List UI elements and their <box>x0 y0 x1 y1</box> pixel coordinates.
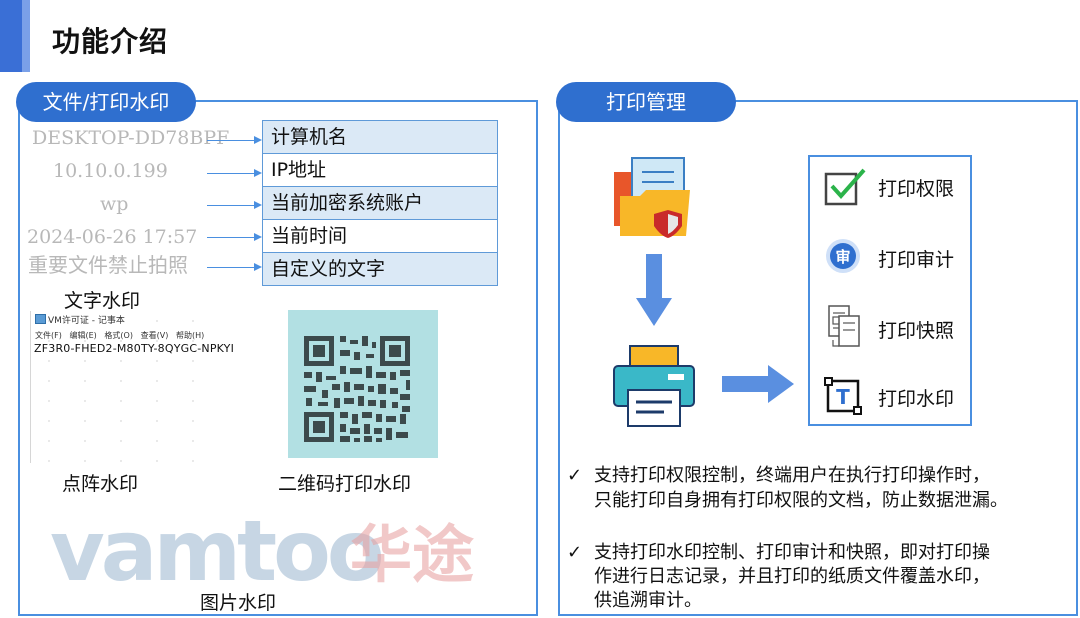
svg-text:华途: 华途 <box>350 518 474 591</box>
text-watermark-caption: 文字水印 <box>64 290 141 312</box>
image-watermark-caption: 图片水印 <box>200 592 277 614</box>
notepad-title: VM许可证 - 记事本 <box>48 316 125 326</box>
arrow-head <box>254 263 262 271</box>
audit-seal-icon: 审 <box>825 238 861 274</box>
bullet-line: 只能打印自身拥有打印权限的文档，防止数据泄漏。 <box>594 490 1008 511</box>
check-icon <box>824 168 866 206</box>
notepad-menu: 文件(F) 编辑(E) 格式(O) 查看(V) 帮助(H) <box>35 330 204 341</box>
notepad-content: ZF3R0-FHED2-M80TY-8QYGC-NPKYI <box>34 342 235 355</box>
text-watermark-icon: T <box>824 377 862 415</box>
brand-logo-graphic: vamtoo 华途 <box>50 502 474 600</box>
feature-label: 打印权限 <box>878 178 955 200</box>
watermark-panel-heading: 文件/打印水印 <box>16 82 196 122</box>
notepad-menu-item[interactable]: 帮助(H) <box>175 331 205 340</box>
arrow-line <box>207 205 254 206</box>
arrow-head <box>254 201 262 209</box>
dot-matrix-caption: 点阵水印 <box>62 473 139 495</box>
snapshot-icon <box>827 304 863 350</box>
page-title: 功能介绍 <box>52 25 169 58</box>
feature-label: 打印审计 <box>878 249 955 271</box>
field-sample: 10.10.0.199 <box>53 160 168 182</box>
field-label-cell: 计算机名 <box>262 120 498 154</box>
arrow-head <box>254 169 262 177</box>
right-arrow-icon <box>722 365 794 403</box>
bullet-mark: ✓ <box>567 542 583 563</box>
field-sample: 重要文件禁止拍照 <box>28 253 188 277</box>
arrow-head <box>254 233 262 241</box>
field-label-cell: 当前时间 <box>262 219 498 253</box>
svg-text:T: T <box>836 385 850 409</box>
secure-folder-icon <box>610 156 696 242</box>
bullet-line: 作进行日志记录，并且打印的纸质文件覆盖水印， <box>594 566 990 587</box>
print-management-heading: 打印管理 <box>556 82 736 122</box>
notepad-menu-item[interactable]: 文件(F) <box>35 331 62 340</box>
field-label-cell: IP地址 <box>262 153 498 187</box>
svg-text:vamtoo: vamtoo <box>50 502 382 592</box>
bullet-line: 供追溯审计。 <box>594 590 702 611</box>
notepad-thumbnail: VM许可证 - 记事本 文件(F) 编辑(E) 格式(O) 查看(V) 帮助(H… <box>30 311 234 463</box>
qr-code-icon <box>304 336 410 442</box>
feature-label: 打印水印 <box>878 388 955 410</box>
vamtoo-logo: vamtoo 华途 <box>50 500 490 600</box>
printer-icon <box>612 344 696 428</box>
print-management-panel <box>558 100 1078 616</box>
notepad-menu-item[interactable]: 查看(V) <box>140 331 169 340</box>
down-arrow-icon <box>634 254 674 326</box>
bullet-line: 支持打印水印控制、打印审计和快照，即对打印操 <box>594 542 990 563</box>
arrow-head <box>254 136 262 144</box>
qr-watermark-sample <box>288 310 438 458</box>
svg-text:审: 审 <box>835 248 850 266</box>
field-label-cell: 当前加密系统账户 <box>262 186 498 220</box>
notepad-menu-item[interactable]: 格式(O) <box>104 331 133 340</box>
field-label-cell: 自定义的文字 <box>262 252 498 286</box>
watermark-panel <box>18 100 538 616</box>
feature-label: 打印快照 <box>878 320 955 342</box>
bullet-mark: ✓ <box>567 465 583 486</box>
bullet-line: 支持打印权限控制，终端用户在执行打印操作时， <box>594 465 990 486</box>
field-sample: DESKTOP-DD78BPF <box>32 127 230 149</box>
field-sample: wp <box>100 193 129 215</box>
field-sample: 2024-06-26 17:57 <box>27 226 198 248</box>
arrow-line <box>207 237 254 238</box>
arrow-line <box>207 140 254 141</box>
title-accent-bar-light <box>22 0 30 72</box>
notepad-icon <box>35 314 46 324</box>
qr-caption: 二维码打印水印 <box>278 473 412 495</box>
print-feature-list <box>808 155 972 426</box>
notepad-menu-item[interactable]: 编辑(E) <box>69 331 97 340</box>
title-accent-bar <box>0 0 22 72</box>
arrow-line <box>207 173 254 174</box>
arrow-line <box>207 267 254 268</box>
